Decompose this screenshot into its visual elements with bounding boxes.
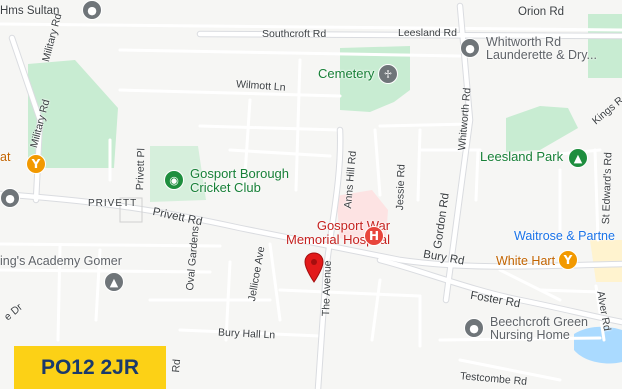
water-pond <box>574 326 622 364</box>
place-label-cricket-club[interactable]: Gosport Borough Cricket Club <box>190 167 289 195</box>
place-label-white-hart[interactable]: White Hart <box>496 254 556 268</box>
cemetery-icon[interactable]: ♱ <box>378 64 398 84</box>
place-icon-cricket-club[interactable]: ◉ <box>164 170 184 190</box>
street-label-hms-sultan: Hms Sultan <box>0 5 60 17</box>
place-label-launderette[interactable]: Whitworth Rd Launderette & Dry... <box>486 36 597 62</box>
launderette-line1: Whitworth Rd <box>486 35 562 49</box>
street-label-leesland-rd: Leesland Rd <box>398 27 457 39</box>
place-label-leesland-park[interactable]: Leesland Park <box>480 149 564 164</box>
place-icon-west[interactable]: ● <box>0 188 20 208</box>
place-icon-beechcroft[interactable]: ● <box>464 318 484 338</box>
street-label-southcroft-rd: Southcroft Rd <box>262 28 327 40</box>
street-label-orion-rd: Orion Rd <box>518 6 565 18</box>
park-area-leesland <box>506 106 578 152</box>
restaurant-icon[interactable]: Y <box>558 250 578 270</box>
beechcroft-line1: Beechcroft Green <box>490 315 588 329</box>
park-area-military <box>28 60 118 168</box>
cricket-club-line2: Cricket Club <box>190 180 261 195</box>
street-label-privett-pl: Privett Pl <box>134 148 148 191</box>
location-pin-icon[interactable] <box>303 252 325 284</box>
place-label-waitrose[interactable]: Waitrose & Partne <box>514 229 615 243</box>
street-label-rd-fragment: Rd <box>170 358 184 374</box>
place-label-kings-academy[interactable]: ing's Academy Gomer <box>0 254 122 268</box>
school-icon[interactable]: ▲ <box>104 272 124 292</box>
postcode-badge: PO12 2JR <box>14 346 166 389</box>
beechcroft-line2: Nursing Home <box>490 328 570 342</box>
cemetery-area <box>340 46 410 112</box>
park-icon[interactable]: ▲ <box>568 148 588 168</box>
place-icon-launderette[interactable]: ● <box>460 38 480 58</box>
restaurant-icon-west[interactable]: Y <box>26 154 46 174</box>
place-label-beechcroft[interactable]: Beechcroft Green Nursing Home <box>490 316 588 342</box>
retail-area <box>590 240 622 282</box>
postcode-text: PO12 2JR <box>40 355 140 379</box>
street-label-privett: PRIVETT <box>88 198 138 209</box>
cricket-club-line1: Gosport Borough <box>190 166 290 181</box>
street-label-st-edwards-rd: St Edward's Rd <box>600 151 615 225</box>
place-label-cemetery[interactable]: Cemetery <box>318 66 375 81</box>
place-label-eat-fragment[interactable]: at <box>0 150 11 164</box>
launderette-line2: Launderette & Dry... <box>486 48 597 62</box>
hospital-icon[interactable]: H <box>364 226 384 246</box>
place-icon-hms-sultan[interactable]: ● <box>82 0 102 20</box>
street-label-jessie-rd: Jessie Rd <box>394 163 408 211</box>
